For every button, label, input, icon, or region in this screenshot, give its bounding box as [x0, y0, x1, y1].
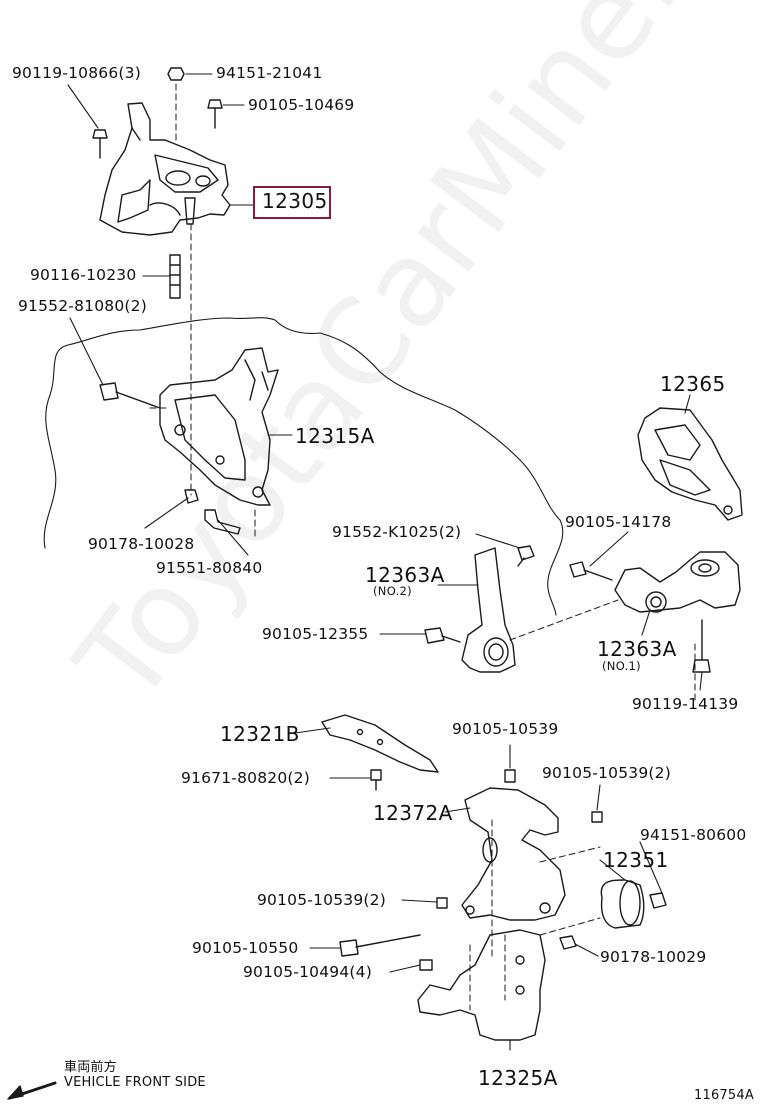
plate-12321b [321, 714, 439, 791]
part-sublabel: (NO.1) [602, 659, 641, 673]
part-label[interactable]: 12351 [603, 848, 669, 872]
part-label[interactable]: 90178-10028 [88, 535, 195, 553]
part-label[interactable]: 90119-10866(3) [12, 64, 141, 82]
part-label[interactable]: 90105-10469 [248, 96, 355, 114]
part-label[interactable]: 12315A [295, 424, 375, 448]
part-label[interactable]: 90178-10029 [600, 948, 707, 966]
part-label[interactable]: 91552-81080(2) [18, 297, 147, 315]
leader-lines [67, 73, 703, 1051]
part-label[interactable]: 90116-10230 [30, 266, 137, 284]
part-label[interactable]: 90105-10550 [192, 939, 299, 957]
engine-bracket-12315a [99, 347, 279, 535]
mount-12363a-no1 [569, 551, 741, 673]
part-label[interactable]: 90119-14139 [632, 695, 739, 713]
front-side-arrow-icon [7, 1081, 57, 1100]
part-label[interactable]: 90105-10539(2) [257, 891, 386, 909]
part-label[interactable]: 94151-80600 [640, 826, 747, 844]
bushing-12351 [559, 879, 667, 950]
bracket-12325a [339, 929, 546, 1041]
part-label[interactable]: 91552-K1025(2) [332, 523, 462, 541]
highlight-box [253, 186, 331, 219]
part-label[interactable]: 90105-14178 [565, 513, 672, 531]
engine-mount-12305 [99, 102, 231, 236]
part-sublabel: (NO.2) [373, 584, 412, 598]
part-label[interactable]: 90105-10494(4) [243, 963, 372, 981]
front-side-label-jp: 車両前方 [64, 1060, 117, 1075]
bracket-12372a [436, 769, 603, 921]
part-label[interactable]: 12363A [365, 563, 445, 587]
part-label[interactable]: 91551-80840 [156, 559, 263, 577]
part-label[interactable]: 12372A [373, 801, 453, 825]
figure-id: 116754A [694, 1088, 754, 1103]
mount-12363a-no2 [424, 545, 535, 673]
front-side-label: VEHICLE FRONT SIDE [64, 1075, 206, 1090]
part-label[interactable]: 12363A [597, 637, 677, 661]
bolts-top [92, 67, 223, 299]
part-label[interactable]: 91671-80820(2) [181, 769, 310, 787]
part-label[interactable]: 90105-10539 [452, 720, 559, 738]
part-label[interactable]: 12325A [478, 1066, 558, 1090]
part-label[interactable]: 90105-10539(2) [542, 764, 671, 782]
part-label[interactable]: 12321B [220, 722, 300, 746]
part-label[interactable]: 12365 [660, 372, 726, 396]
highlighted-part-label[interactable]: 12305 [262, 189, 328, 213]
alignment-lines [149, 83, 696, 1011]
bracket-12365 [637, 407, 743, 521]
part-label[interactable]: 94151-21041 [216, 64, 323, 82]
part-label[interactable]: 90105-12355 [262, 625, 369, 643]
engine-outline [43, 317, 564, 616]
